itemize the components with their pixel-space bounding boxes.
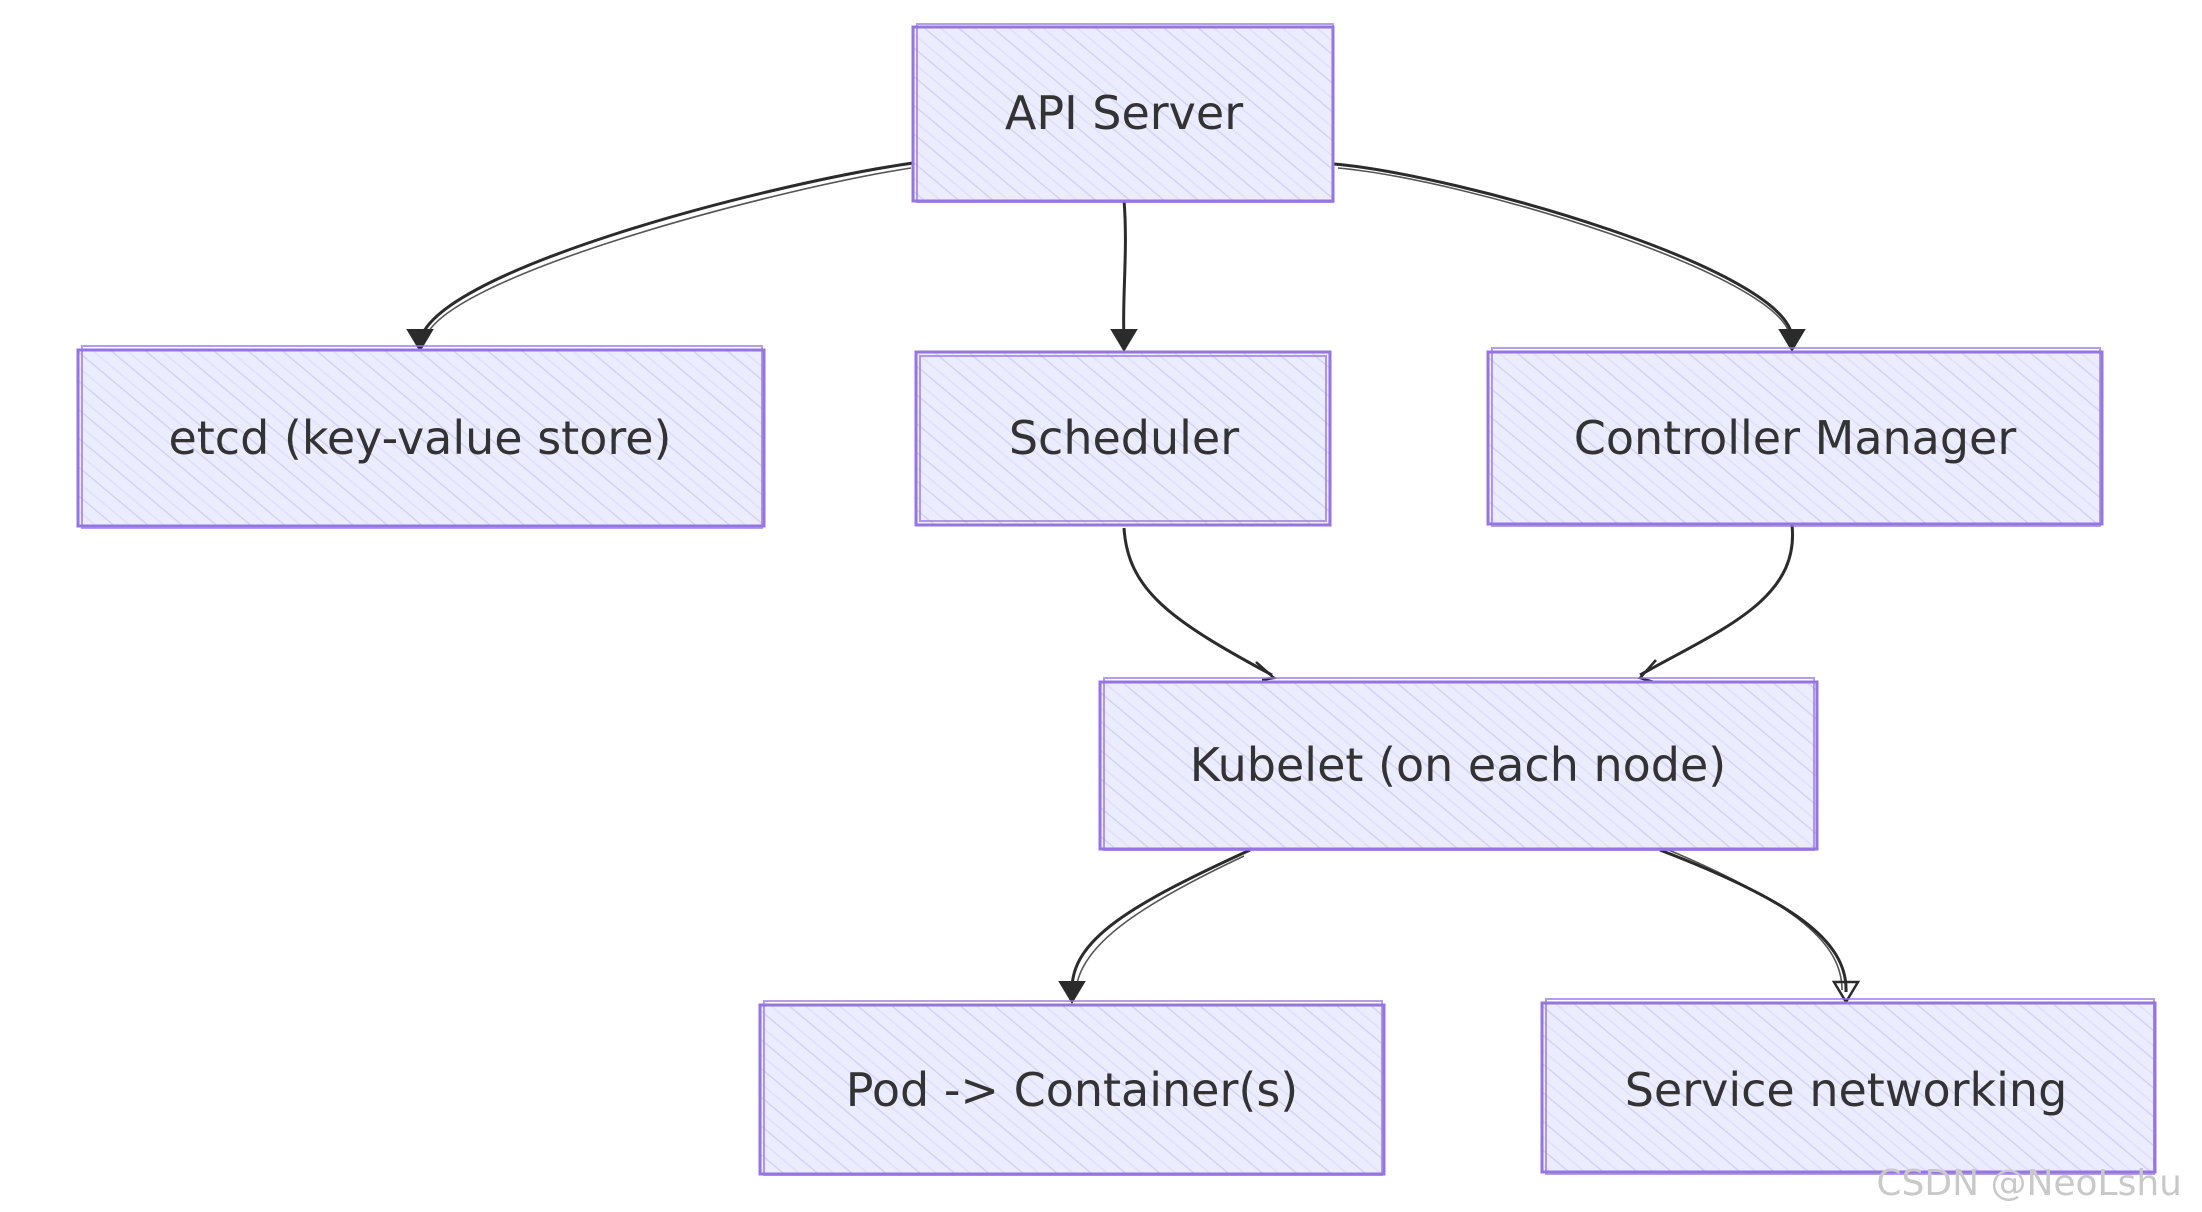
node-api-server[interactable]: API Server bbox=[911, 23, 1335, 203]
edge-api-scheduler bbox=[1110, 199, 1138, 352]
node-kubelet[interactable]: Kubelet (on each node) bbox=[1098, 677, 1819, 851]
node-controller-manager[interactable]: Controller Manager bbox=[1486, 347, 2104, 527]
edge-kubelet-pod bbox=[1058, 848, 1251, 1004]
node-pod[interactable]: Pod -> Container(s) bbox=[758, 1000, 1386, 1176]
node-kubelet-label: Kubelet (on each node) bbox=[1190, 738, 1726, 792]
node-pod-label: Pod -> Container(s) bbox=[846, 1063, 1298, 1117]
edge-api-controller-manager bbox=[1333, 162, 1806, 352]
edge-api-etcd bbox=[406, 161, 914, 352]
node-etcd-label: etcd (key-value store) bbox=[168, 411, 671, 465]
node-scheduler-label: Scheduler bbox=[1009, 411, 1239, 465]
node-controller-manager-label: Controller Manager bbox=[1574, 411, 2017, 465]
node-service-label: Service networking bbox=[1625, 1063, 2068, 1117]
node-api-server-label: API Server bbox=[1005, 86, 1243, 140]
watermark: CSDN @NeoLshu bbox=[1876, 1163, 2182, 1204]
node-scheduler[interactable]: Scheduler bbox=[914, 350, 1332, 527]
node-service[interactable]: Service networking bbox=[1540, 998, 2157, 1175]
edge-scheduler-kubelet bbox=[1122, 527, 1277, 682]
edges bbox=[406, 161, 1861, 1005]
node-etcd[interactable]: etcd (key-value store) bbox=[76, 345, 766, 529]
edge-controller-manager-kubelet bbox=[1637, 524, 1794, 684]
edge-kubelet-service bbox=[1659, 847, 1861, 1005]
